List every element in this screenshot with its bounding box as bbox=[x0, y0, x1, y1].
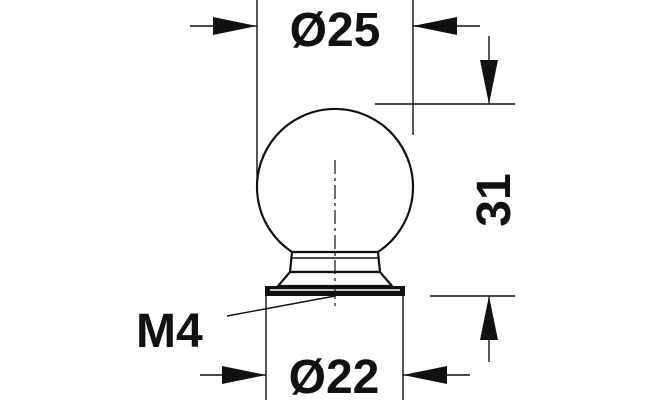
height-label: 31 bbox=[468, 173, 521, 226]
knob-outline bbox=[255, 107, 415, 310]
height-dimension: 31 bbox=[375, 36, 521, 362]
top-arrow-right bbox=[413, 17, 457, 35]
bottom-arrow-right bbox=[403, 366, 447, 384]
bottom-diameter-dimension: Ø22 bbox=[200, 296, 470, 400]
top-diameter-dimension: Ø25 bbox=[190, 0, 480, 185]
bottom-diameter-label: Ø22 bbox=[289, 351, 380, 400]
thread-label: M4 bbox=[136, 305, 203, 358]
top-diameter-label: Ø25 bbox=[290, 4, 381, 57]
height-arrow-bottom bbox=[480, 296, 498, 340]
height-arrow-top bbox=[480, 60, 498, 104]
thread-callout: M4 bbox=[136, 295, 336, 358]
bottom-arrow-left bbox=[222, 366, 266, 384]
top-arrow-left bbox=[213, 17, 257, 35]
thread-leader-line bbox=[226, 295, 336, 317]
